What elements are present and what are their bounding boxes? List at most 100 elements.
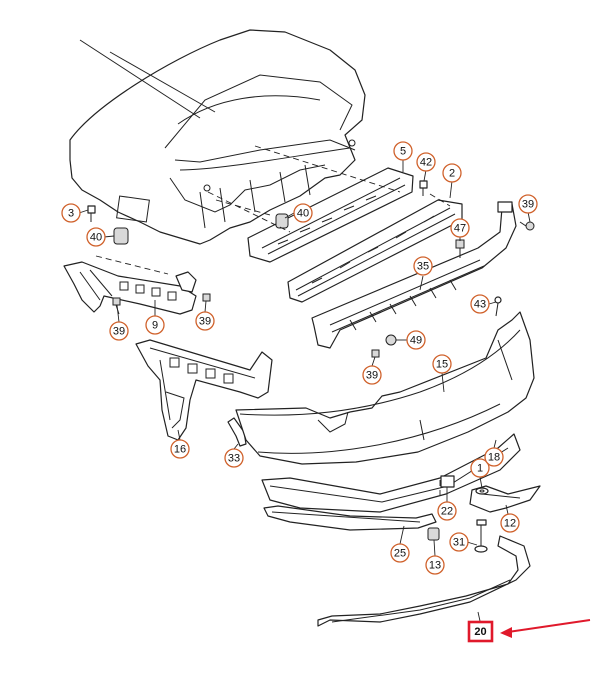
callout-number: 2 bbox=[449, 168, 455, 180]
callout-ring bbox=[432, 354, 452, 374]
callout-43[interactable]: 43 bbox=[470, 294, 490, 314]
callout-ring bbox=[406, 330, 426, 350]
callout-number: 42 bbox=[420, 157, 432, 169]
bumper-cover bbox=[235, 311, 535, 465]
highlight-frame bbox=[467, 620, 494, 643]
callout-20-label: 20 bbox=[474, 626, 486, 638]
callout-number: 39 bbox=[522, 199, 534, 211]
callout-ring bbox=[109, 321, 129, 341]
trim-strip bbox=[263, 505, 437, 531]
callout-number: 1 bbox=[477, 463, 483, 475]
callout-ring bbox=[425, 555, 445, 575]
callout-39[interactable]: 39 bbox=[518, 194, 538, 214]
callout-ring bbox=[86, 227, 106, 247]
bolt-31 bbox=[474, 519, 488, 553]
screw-39-bracket-right bbox=[202, 293, 211, 302]
callout-ring bbox=[449, 532, 469, 552]
callout-number: 40 bbox=[90, 232, 102, 244]
callout-number: 22 bbox=[441, 506, 453, 518]
callout-ring bbox=[224, 448, 244, 468]
callout-ring bbox=[437, 501, 457, 521]
callout-31[interactable]: 31 bbox=[449, 532, 469, 552]
callout-ring bbox=[470, 458, 490, 478]
screw-3 bbox=[87, 205, 96, 222]
callout-18[interactable]: 18 bbox=[484, 447, 504, 467]
alignment-lines bbox=[95, 145, 451, 495]
callout-33[interactable]: 33 bbox=[224, 448, 244, 468]
callout-5[interactable]: 5 bbox=[393, 141, 413, 161]
callout-number: 39 bbox=[199, 316, 211, 328]
nut-49 bbox=[385, 334, 397, 346]
callout-ring bbox=[293, 203, 313, 223]
callout-9[interactable]: 9 bbox=[145, 315, 165, 335]
callout-15[interactable]: 15 bbox=[432, 354, 452, 374]
clip-22 bbox=[440, 475, 455, 488]
callout-number: 18 bbox=[488, 452, 500, 464]
callout-number: 9 bbox=[152, 320, 158, 332]
callout-ring bbox=[442, 163, 462, 183]
callout-number: 16 bbox=[174, 444, 186, 456]
callout-ring bbox=[61, 203, 81, 223]
callout-ring bbox=[450, 218, 470, 238]
trim-clip-33 bbox=[227, 417, 247, 447]
callout-47[interactable]: 47 bbox=[450, 218, 470, 238]
callout-number: 13 bbox=[429, 560, 441, 572]
callout-ring bbox=[362, 365, 382, 385]
callout-number: 39 bbox=[113, 326, 125, 338]
callout-number: 12 bbox=[504, 518, 516, 530]
screw-39-lower bbox=[371, 349, 380, 358]
callout-40[interactable]: 40 bbox=[293, 203, 313, 223]
callout-ring bbox=[195, 311, 215, 331]
callout-ring bbox=[390, 543, 410, 563]
left-guide-bracket bbox=[135, 339, 273, 441]
screw-39-right bbox=[519, 221, 535, 231]
callout-49[interactable]: 49 bbox=[406, 330, 426, 350]
screw-42 bbox=[419, 180, 428, 196]
callout-42[interactable]: 42 bbox=[416, 152, 436, 172]
callout-22[interactable]: 22 bbox=[437, 501, 457, 521]
nut-40-middle bbox=[275, 213, 289, 229]
bumper-guide-carrier bbox=[311, 201, 517, 349]
screw-43 bbox=[494, 296, 502, 317]
callout-40[interactable]: 40 bbox=[86, 227, 106, 247]
callout-number: 15 bbox=[436, 359, 448, 371]
callout-ring bbox=[416, 152, 436, 172]
fasteners bbox=[87, 180, 535, 553]
car-body-rear bbox=[69, 29, 366, 245]
highlighted-callout-20[interactable]: 20 bbox=[467, 620, 494, 643]
callout-35[interactable]: 35 bbox=[413, 256, 433, 276]
washer-1 bbox=[475, 487, 489, 495]
callout-25[interactable]: 25 bbox=[390, 543, 410, 563]
callout-number: 35 bbox=[417, 261, 429, 273]
callout-number: 47 bbox=[454, 223, 466, 235]
callout-number: 39 bbox=[366, 370, 378, 382]
nut-40-left bbox=[113, 227, 129, 245]
callout-13[interactable]: 13 bbox=[425, 555, 445, 575]
callout-39[interactable]: 39 bbox=[195, 311, 215, 331]
callout-number: 31 bbox=[453, 537, 465, 549]
callout-ring bbox=[484, 447, 504, 467]
callout-2[interactable]: 2 bbox=[442, 163, 462, 183]
callout-ring bbox=[500, 513, 520, 533]
callout-39[interactable]: 39 bbox=[362, 365, 382, 385]
callout-1[interactable]: 1 bbox=[470, 458, 490, 478]
callout-number: 40 bbox=[297, 208, 309, 220]
callout-3[interactable]: 3 bbox=[61, 203, 81, 223]
callout-number: 43 bbox=[474, 299, 486, 311]
callout-number: 49 bbox=[410, 335, 422, 347]
left-side-bracket bbox=[63, 261, 197, 315]
callout-number: 5 bbox=[400, 146, 406, 158]
bottom-diffuser-trim bbox=[317, 535, 531, 627]
callout-labels: 5 42 2 3 40 40 39 47 35 43 39 9 39 49 39 15 16 33 1 18 22 12 3… bbox=[61, 141, 538, 575]
callout-number: 33 bbox=[228, 453, 240, 465]
callout-16[interactable]: 16 bbox=[170, 439, 190, 459]
callout-39[interactable]: 39 bbox=[109, 321, 129, 341]
callout-12[interactable]: 12 bbox=[500, 513, 520, 533]
callout-ring bbox=[470, 294, 490, 314]
clip-13 bbox=[427, 527, 440, 541]
highlight-arrow bbox=[500, 619, 591, 638]
impact-absorber bbox=[247, 167, 414, 263]
callout-ring bbox=[393, 141, 413, 161]
